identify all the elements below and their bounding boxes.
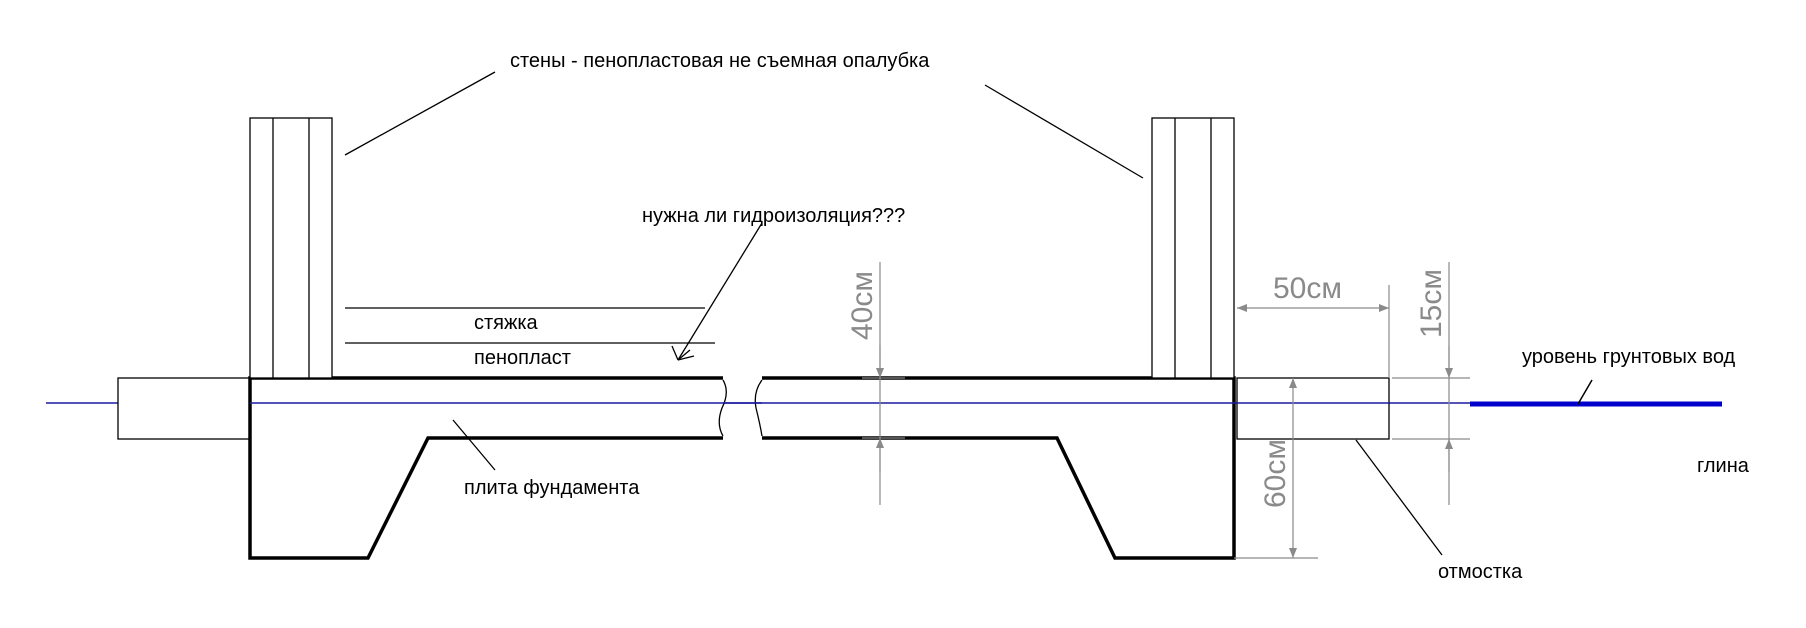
slab-depth-value: 40см — [846, 271, 879, 340]
slab-label: плита фундамента — [464, 477, 640, 499]
footing-depth-value: 60см — [1259, 439, 1292, 508]
foam-label: пенопласт — [474, 347, 571, 369]
left-wall — [249, 117, 333, 379]
right-wall — [1151, 117, 1235, 379]
walls-leader-left — [344, 71, 496, 156]
walls-label: стены - пенопластовая не съемная опалубк… — [510, 50, 930, 72]
foundation-slab-right — [762, 376, 1236, 560]
walls-leader-right — [984, 84, 1144, 179]
foundation-slab-left — [248, 376, 723, 560]
dimension-blind-area-width — [1237, 285, 1390, 378]
waterproofing-arrow — [671, 222, 763, 361]
dimension-blind-area-thickness — [1392, 262, 1470, 505]
slab-break-left — [718, 379, 727, 437]
groundwater-label: уровень грунтовых вод — [1522, 346, 1736, 368]
blind-area-label: отмостка — [1438, 561, 1523, 583]
right-blind-area — [1236, 377, 1390, 440]
dimension-footing-depth — [1234, 378, 1318, 559]
dimension-slab-depth — [862, 262, 905, 505]
waterproofing-label: нужна ли гидроизоляция??? — [642, 205, 905, 227]
blind-area-leader — [1355, 439, 1443, 556]
screed-label: стяжка — [474, 312, 539, 334]
left-blind-area — [117, 377, 251, 440]
blind-area-width-value: 50см — [1273, 272, 1342, 305]
blind-area-thickness-value: 15см — [1415, 269, 1448, 338]
slab-leader — [452, 419, 496, 471]
clay-label: глина — [1697, 455, 1750, 477]
slab-break-right — [754, 379, 763, 437]
groundwater-leader — [1577, 379, 1593, 405]
